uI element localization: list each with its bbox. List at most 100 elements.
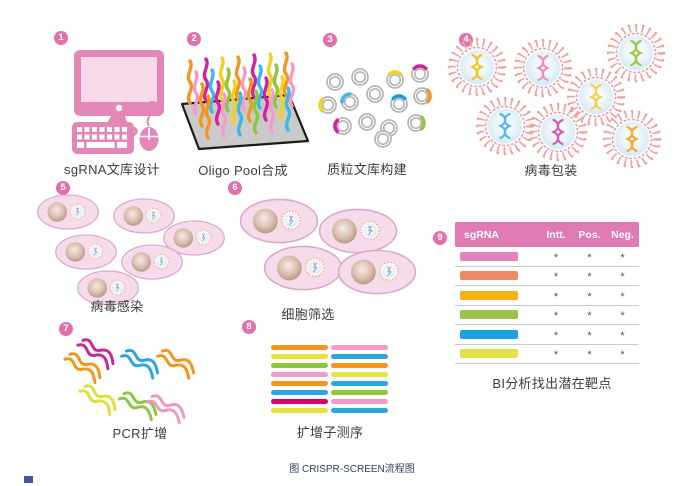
sgrna-bar: [460, 271, 518, 281]
amplicon-bar: [271, 354, 328, 359]
virus-icon: [604, 111, 660, 167]
amplicon-bar: [331, 408, 388, 413]
amplicon-bar: [331, 399, 388, 404]
step-1-badge: 1: [54, 31, 68, 45]
cell-icon: [239, 198, 319, 244]
amplicon-bar: [271, 363, 328, 368]
table-cell: *: [620, 329, 625, 342]
step-1-label: sgRNA文库设计: [64, 162, 160, 177]
table-row: * * *: [455, 247, 639, 267]
pcr-layer: [63, 332, 199, 425]
plasmid-icon: [407, 114, 426, 132]
cell-icon: [318, 208, 398, 254]
step-2-badge: 2: [187, 32, 201, 46]
pcr-strands-icon: [63, 332, 199, 425]
cells5-layer: [37, 194, 225, 306]
amplicon-bar: [331, 354, 388, 359]
page-artifact: [24, 476, 33, 483]
plasmid-icon: [390, 94, 408, 113]
table-cell: *: [587, 251, 592, 264]
selected-cells-icon: [239, 198, 417, 295]
cells6-layer: [239, 198, 417, 295]
col-intt: Intt.: [546, 228, 566, 241]
table-cell: *: [587, 329, 592, 342]
step-7-badge: 7: [59, 322, 73, 336]
table-cell: *: [620, 290, 625, 303]
step-9-badge: 9: [433, 231, 447, 245]
amplicon-bar: [271, 399, 328, 404]
table-cell: *: [553, 329, 559, 342]
virus-layer: [449, 25, 664, 167]
cell-icon: [37, 194, 99, 230]
computer-icon: [72, 50, 164, 154]
virus-icon: [568, 69, 624, 125]
step-8-badge: 8: [242, 320, 256, 334]
amplicon-bar: [271, 408, 328, 413]
sgrna-bar: [460, 349, 518, 359]
col-pos: Pos.: [578, 228, 601, 241]
table-cell: *: [553, 251, 559, 264]
virus-icon: [608, 25, 664, 81]
table-cell: *: [587, 310, 592, 323]
table-row: ***: [455, 345, 639, 364]
plasmid-icon: [366, 85, 384, 103]
dna-strand-pair: [120, 343, 163, 381]
step-2-label: Oligo Pool合成: [198, 163, 288, 178]
plasmid-icon: [413, 87, 432, 105]
table-row: ***: [455, 286, 639, 306]
virus-icon: [477, 98, 533, 154]
step-5-label: 病毒感染: [90, 299, 144, 314]
table-cell: *: [620, 310, 625, 323]
infected-cells-icon: [37, 194, 225, 306]
amplicon-bar: [331, 372, 388, 377]
virus-icon: [449, 39, 505, 95]
plasmid-icon: [318, 96, 337, 114]
plasmid-icon: [374, 130, 392, 148]
table-cell: *: [587, 271, 592, 284]
table-cell: *: [620, 349, 625, 362]
col-neg: Neg.: [611, 228, 634, 241]
virus-particles-icon: [440, 18, 685, 170]
cell-icon: [263, 245, 343, 291]
sgrna-bar: [460, 251, 518, 261]
step-6-badge: 6: [228, 181, 242, 195]
dna-strand-pair: [117, 385, 162, 422]
table-header: sgRNA Intt. Pos. Neg.: [455, 222, 639, 247]
virus-icon: [530, 104, 586, 160]
sgrna-bar: [460, 290, 518, 300]
table-cell: *: [620, 251, 625, 264]
amplicon-bar: [331, 381, 388, 386]
amplicon-bar: [271, 345, 328, 350]
plasmid-icon: [326, 73, 344, 91]
plasmid-icon: [333, 117, 352, 135]
amplicon-bar: [331, 363, 388, 368]
table-cell: *: [620, 271, 625, 284]
amplicon-bar: [271, 390, 328, 395]
dna-strand-pair: [156, 343, 199, 381]
plasmid-icon: [351, 68, 369, 86]
cell-icon: [113, 198, 175, 234]
plasmid-library-icon: [318, 64, 432, 148]
step-7-label: PCR扩增: [112, 426, 168, 441]
plasmid-icon: [340, 92, 359, 111]
step-3-badge: 3: [323, 33, 337, 47]
table-body: ******************: [455, 247, 639, 364]
col-sgrna: sgRNA: [464, 228, 500, 241]
table-cell: *: [553, 290, 559, 303]
dna-strand-pair: [78, 378, 121, 417]
step-3-label: 质粒文库构建: [327, 162, 407, 177]
table-row: * * *: [455, 325, 639, 345]
table-cell: *: [553, 271, 559, 284]
amplicon-bar: [271, 381, 328, 386]
table-row: ***: [455, 306, 639, 325]
step-4-label: 病毒包装: [524, 163, 578, 178]
virus-icon: [515, 40, 571, 96]
figure-caption: 图 CRISPR-SCREEN流程图: [289, 464, 415, 475]
step-5-badge: 5: [56, 181, 70, 195]
amplicon-bar: [331, 345, 388, 350]
plasmid-icon: [411, 64, 429, 83]
table-cell: *: [587, 349, 592, 362]
cell-icon: [337, 249, 417, 295]
plasmid-rings: [318, 64, 432, 148]
